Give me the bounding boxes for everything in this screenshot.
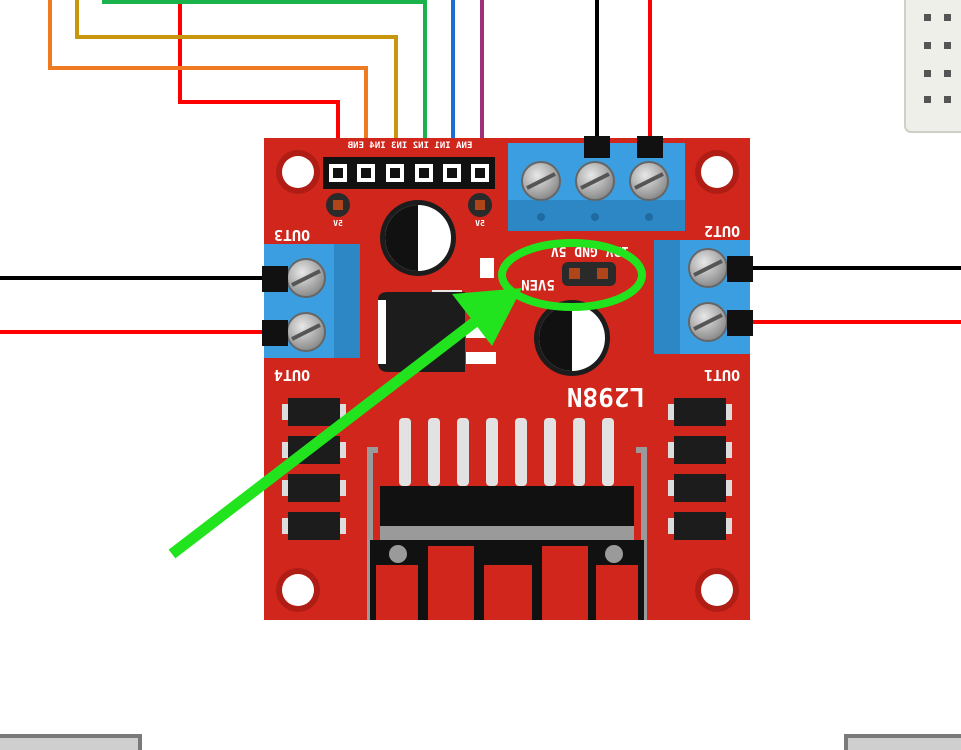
breadboard (904, 0, 961, 133)
mounting-holes (276, 150, 739, 612)
wire-green-control (102, 0, 427, 150)
ena-jumper (326, 193, 350, 217)
5ven-jumper (562, 262, 616, 286)
wire-red-control (178, 0, 340, 150)
control-wires (48, 0, 484, 150)
arrow-head (452, 288, 522, 346)
out3-out4-terminal-block (262, 244, 360, 358)
out4-label: OUT4 (274, 366, 310, 384)
motor-right (844, 734, 961, 750)
out2-label: OUT2 (704, 222, 740, 240)
arrow-shaft (168, 313, 484, 559)
wire-orange-control (48, 0, 368, 150)
l298n-chip (367, 418, 647, 620)
capacitor-bottom (534, 300, 610, 376)
wire-yellow-control (75, 0, 398, 150)
chip-label: L298N (567, 381, 645, 411)
out1-out2-terminal-block (654, 240, 753, 354)
control-header (323, 157, 495, 189)
motor-left (0, 734, 142, 750)
out3-label: OUT3 (274, 226, 310, 244)
capacitor-top (380, 200, 456, 276)
5ven-label: 5VEN (521, 276, 555, 292)
enb-5v-label: 5V (475, 219, 485, 228)
highlight-annotation (168, 239, 646, 559)
power-terminal-block (508, 136, 685, 231)
header-pin-labels: ENA IN1 IN2 IN3 IN4 ENB (347, 141, 472, 151)
ena-5v-label: 5V (333, 219, 343, 228)
out1-label: OUT1 (704, 366, 740, 384)
power-led (480, 258, 494, 278)
highlight-ellipse (498, 239, 646, 311)
diodes-right (668, 398, 732, 540)
l298n-board: ENA IN1 IN2 IN3 IN4 ENB 5V 5V (262, 136, 753, 620)
enb-jumper (468, 193, 492, 217)
